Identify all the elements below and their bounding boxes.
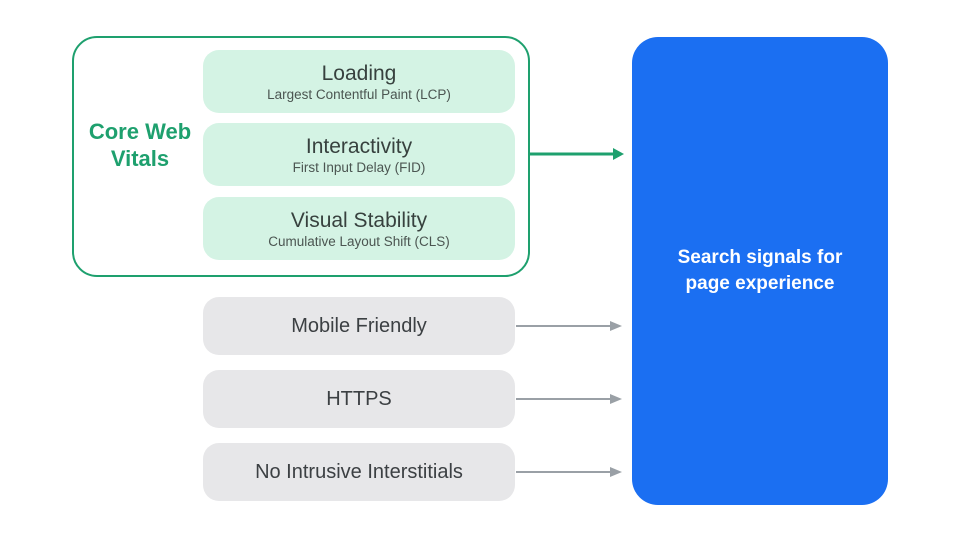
arrow-head-icon xyxy=(610,394,622,404)
vital-box-visual-stability: Visual Stability Cumulative Layout Shift… xyxy=(203,197,515,260)
vital-title-interactivity: Interactivity xyxy=(305,134,413,158)
signal-label-mobile-friendly: Mobile Friendly xyxy=(291,314,427,337)
vital-title-loading: Loading xyxy=(321,61,397,85)
arrow-shaft xyxy=(530,152,614,156)
signal-label-no-intrusive-interstitials: No Intrusive Interstitials xyxy=(255,460,463,483)
vital-box-loading: Loading Largest Contentful Paint (LCP) xyxy=(203,50,515,113)
no-intrusive-interstitials-arrow xyxy=(516,465,622,479)
signal-label-https: HTTPS xyxy=(326,387,392,410)
core-web-vitals-label: Core Web Vitals xyxy=(88,119,192,171)
https-arrow xyxy=(516,392,622,406)
arrow-shaft xyxy=(516,325,611,327)
arrow-head-icon xyxy=(610,321,622,331)
vital-subtitle-fid: First Input Delay (FID) xyxy=(292,159,426,175)
signal-box-https: HTTPS xyxy=(203,370,515,428)
search-signals-label: Search signals for page experience xyxy=(677,247,843,294)
signal-box-mobile-friendly: Mobile Friendly xyxy=(203,297,515,355)
arrow-shaft xyxy=(516,398,611,400)
vital-subtitle-lcp: Largest Contentful Paint (LCP) xyxy=(267,86,451,102)
core-vitals-arrow xyxy=(530,147,624,161)
search-signals-result-box: Search signals for page experience xyxy=(632,37,888,505)
arrow-head-icon xyxy=(610,467,622,477)
mobile-friendly-arrow xyxy=(516,319,622,333)
arrow-head-icon xyxy=(613,148,624,160)
vital-title-visual-stability: Visual Stability xyxy=(290,208,428,232)
vital-subtitle-cls: Cumulative Layout Shift (CLS) xyxy=(268,233,450,249)
vital-box-interactivity: Interactivity First Input Delay (FID) xyxy=(203,123,515,186)
arrow-shaft xyxy=(516,471,611,473)
signal-box-no-intrusive-interstitials: No Intrusive Interstitials xyxy=(203,443,515,501)
